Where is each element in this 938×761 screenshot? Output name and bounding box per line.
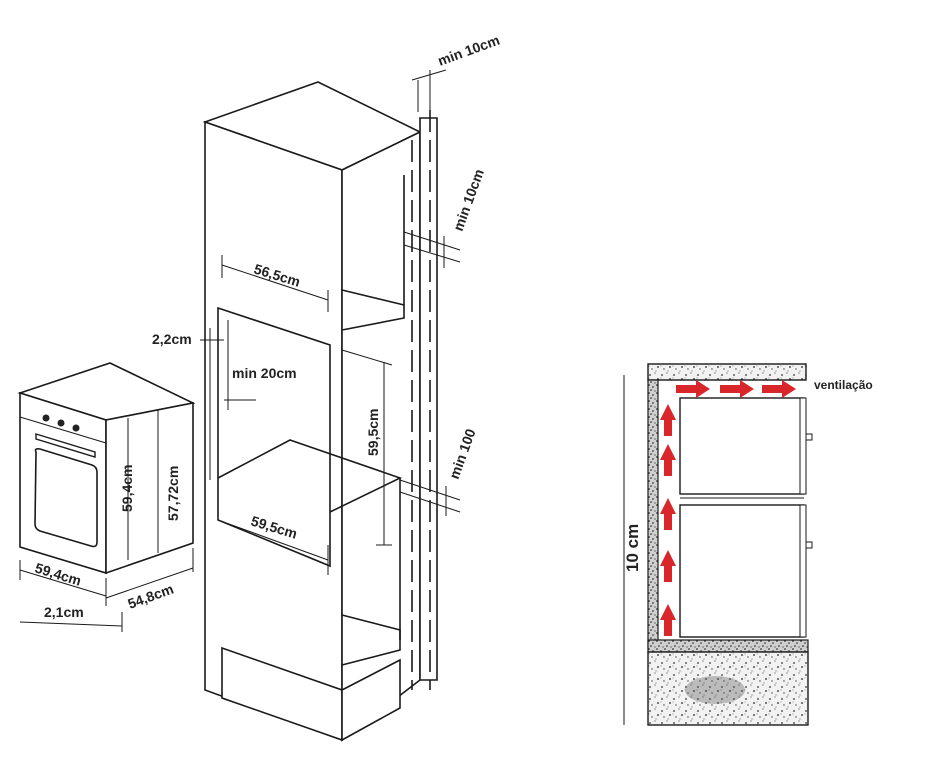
countertop	[647, 363, 807, 381]
oven-frame-label: 2,1cm	[44, 604, 84, 620]
airflow-arrow-right-1	[676, 380, 710, 398]
ventilation-label: ventilação	[814, 378, 873, 392]
lower-handle	[805, 541, 813, 549]
wall-panel	[419, 117, 438, 681]
floor-block	[647, 651, 809, 726]
oven-door-window	[34, 448, 98, 548]
ventilation-height-label: 10 cm	[623, 524, 642, 572]
oven-depth-label: 54,8cm	[126, 581, 176, 612]
upper-appliance	[679, 397, 805, 495]
cabinet-base	[647, 639, 809, 653]
cabinet-wall	[647, 379, 659, 649]
cabinet-side-panel	[341, 130, 421, 742]
cabinet-niche-height-label: 59,5cm	[365, 409, 381, 456]
cabinet-bottom-gap-label: min 100	[446, 426, 479, 481]
upper-handle	[805, 433, 813, 441]
oven-knob-2	[57, 419, 65, 427]
oven-door-handle	[35, 433, 96, 458]
cabinet-back-gap-label: min 20cm	[232, 365, 297, 381]
lower-appliance	[679, 504, 805, 638]
oven-drawing: 59,4cm 57,72cm 59,4cm 54,8cm 2,1cm	[17, 362, 196, 632]
airflow-arrow-right-3	[762, 380, 796, 398]
airflow-arrow-up-5	[660, 604, 676, 636]
oven-knob-3	[72, 424, 80, 432]
airflow-arrow-up-3	[660, 498, 676, 530]
cabinet-side-gap-label: min 10cm	[450, 167, 487, 233]
airflow-arrow-up-1	[660, 404, 676, 436]
cabinet-side-offset-label: 2,2cm	[152, 331, 192, 347]
airflow-arrow-up-2	[660, 444, 676, 476]
cabinet-top-gap-label: min 10cm	[436, 32, 502, 69]
cabinet-niche	[217, 306, 331, 568]
oven-front-height-label: 59,4cm	[119, 465, 135, 512]
oven-knob-1	[42, 414, 50, 422]
airflow-up-arrows	[660, 404, 676, 636]
airflow-arrow-right-2	[720, 380, 754, 398]
airflow-arrow-up-4	[660, 550, 676, 582]
cabinet-drawing: min 10cm min 10cm 56,5cm 2,2cm min 20cm …	[152, 32, 502, 742]
ventilation-drawing: 10 cm ventilação	[623, 363, 873, 726]
oven-body-height-label: 57,72cm	[165, 466, 181, 521]
